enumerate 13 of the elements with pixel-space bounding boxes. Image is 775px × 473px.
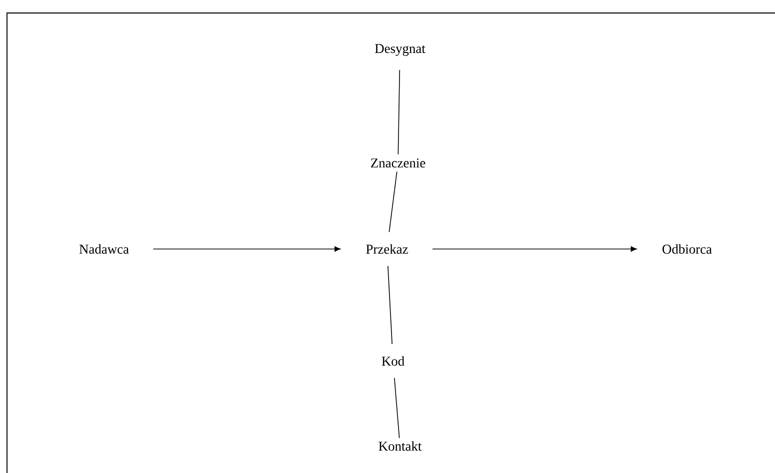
- connector-line: [388, 171, 398, 232]
- node-label: Kontakt: [378, 441, 422, 451]
- arrow: [152, 246, 340, 252]
- connector-line: [394, 378, 400, 438]
- connector-line: [398, 70, 400, 155]
- connector-line: [388, 266, 392, 344]
- arrow: [432, 246, 637, 252]
- node-label: Przekaz: [366, 244, 408, 254]
- node-label: Desygnat: [375, 44, 426, 56]
- node-label: Kod: [382, 356, 404, 366]
- node-label: Odbiorca: [662, 244, 712, 254]
- node-label: Nadawca: [79, 244, 129, 254]
- node-label: Znaczenie: [371, 158, 426, 168]
